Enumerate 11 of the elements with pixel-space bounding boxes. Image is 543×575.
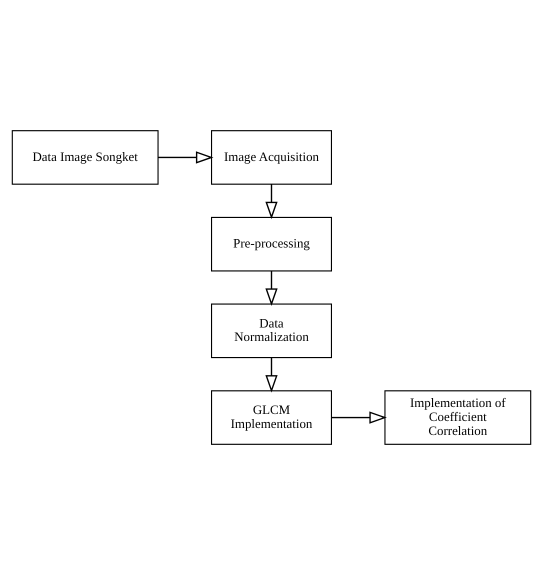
- arrow: [265, 358, 278, 393]
- node-box: Image Acquisition: [211, 130, 332, 185]
- node-box: Data Image Songket: [12, 130, 159, 185]
- node-box: Data Normalization: [211, 304, 332, 358]
- node-box: GLCM Implementation: [211, 390, 332, 445]
- arrow: [265, 184, 278, 220]
- node-box: Pre-processing: [211, 216, 332, 272]
- arrow: [332, 411, 387, 424]
- arrow: [265, 271, 278, 306]
- node-box: Implementation of Coefficient Correlation: [384, 390, 532, 445]
- arrow: [158, 151, 214, 164]
